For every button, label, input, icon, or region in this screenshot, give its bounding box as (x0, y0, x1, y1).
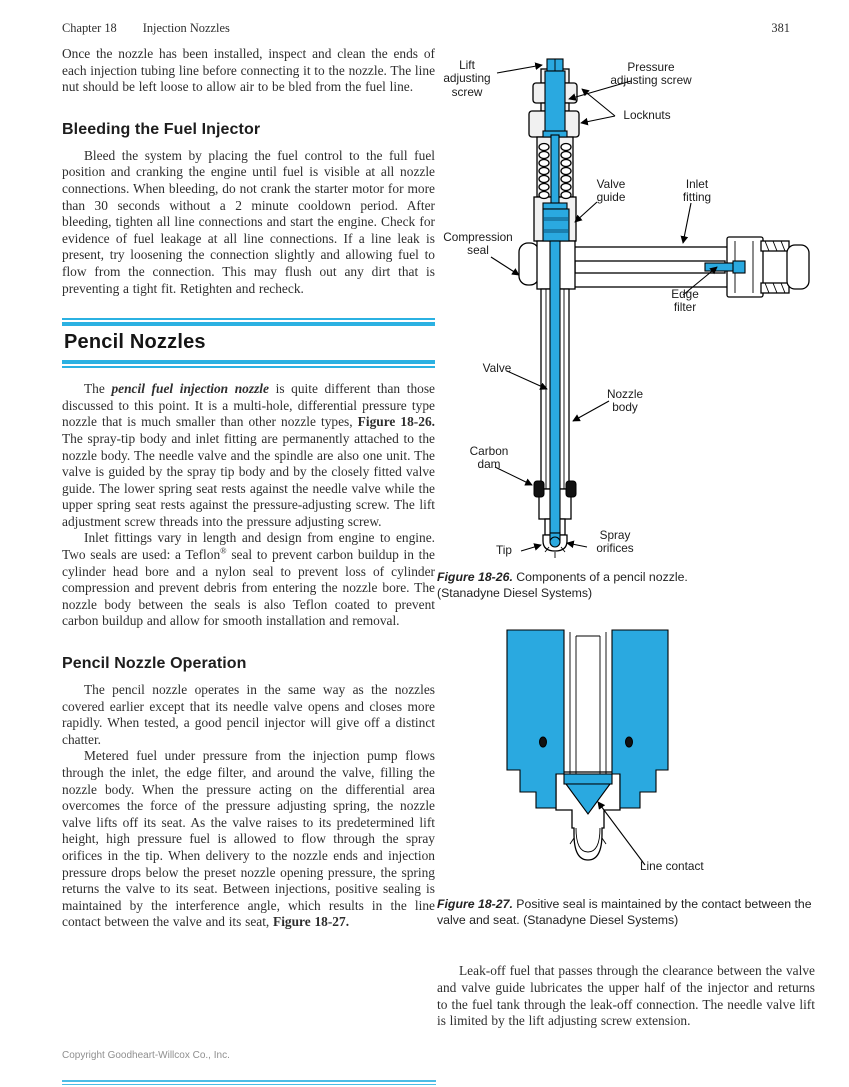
figure-18-26: Lift adjusting screw Pressure adjusting … (437, 55, 817, 567)
label-valve-guide: Valve guide (596, 177, 626, 205)
closing-paragraph-text: Leak-off fuel that passes through the cl… (437, 963, 815, 1029)
pencil-nozzle-diagram (490, 58, 810, 558)
valve-seat-diagram (506, 629, 669, 866)
label-lift-adjusting-screw: Lift adjusting screw (443, 58, 491, 99)
label-inlet-fitting: Inlet fitting (682, 177, 712, 205)
label-edge-filter: Edge filter (671, 287, 699, 315)
left-column: Once the nozzle has been installed, insp… (62, 46, 435, 931)
valve-shape (549, 240, 561, 534)
nozzle-body-27-shape (506, 629, 669, 809)
running-title: Injection Nozzles (142, 21, 230, 35)
pressure-adjusting-screw-shape (544, 70, 566, 134)
section-title: Pencil Nozzles (64, 331, 206, 354)
pencil-paragraph-1: The pencil fuel injection nozzle is quit… (62, 381, 435, 529)
copyright-notice: Copyright Goodheart-Willcox Co., Inc. (62, 1050, 230, 1061)
heading-pencil-nozzle-operation: Pencil Nozzle Operation (62, 655, 247, 673)
compression-seal-shape (518, 242, 540, 286)
tip-shape (542, 532, 568, 558)
banner-rule-top-thin (62, 318, 435, 321)
caption-figure-18-26: Figure 18-26. Components of a pencil noz… (437, 570, 688, 600)
page-number: 381 (771, 21, 790, 35)
line-contact-arrow (597, 801, 646, 866)
intro-paragraph: Once the nozzle has been installed, insp… (62, 46, 436, 95)
chapter-label: Chapter 18 (62, 21, 117, 35)
valve-guide-shape (542, 208, 570, 242)
bottom-rule (62, 1080, 436, 1085)
caption-figure-18-27: Figure 18-27. Positive seal is maintaine… (437, 897, 812, 927)
pencil-paragraph-2: Inlet fittings vary in length and design… (62, 530, 435, 629)
spray-tip-body-shape (555, 771, 621, 861)
label-spray-orifices: Spray orifices (596, 528, 634, 556)
valve-and-screws-shape (542, 58, 570, 534)
heading-bleeding-fuel-injector: Bleeding the Fuel Injector (62, 120, 261, 138)
carbon-dam-shape (533, 480, 577, 498)
label-valve: Valve (482, 361, 512, 375)
section-banner-pencil-nozzles: Pencil Nozzles (62, 318, 435, 369)
label-tip: Tip (496, 543, 512, 557)
page-header: Chapter 18 Injection Nozzles 381 (62, 21, 790, 36)
label-carbon-dam: Carbon dam (469, 444, 509, 472)
bleeding-paragraph: Bleed the system by placing the fuel con… (62, 147, 435, 296)
valve-guide-27-shape (569, 632, 607, 774)
banner-rule-top-thick (62, 322, 435, 327)
closing-paragraph: Leak-off fuel that passes through the cl… (437, 963, 815, 1029)
label-compression-seal: Compression seal (443, 230, 513, 258)
leader-arrows (490, 62, 718, 552)
inlet-fitting-shape (572, 236, 810, 298)
banner-rule-bottom-thick (62, 360, 435, 365)
label-locknuts: Locknuts (623, 108, 671, 122)
label-pressure-adjusting-screw: Pressure adjusting screw (610, 60, 692, 88)
banner-rule-bottom-thin (62, 366, 435, 369)
spring-shape (538, 142, 572, 200)
operation-paragraph-1: The pencil nozzle operates in the same w… (62, 682, 435, 747)
operation-paragraph-2: Metered fuel under pressure from the inj… (62, 748, 435, 930)
valve-seat-shape (563, 773, 613, 815)
figure-18-27: Line contact (500, 622, 740, 892)
label-line-contact: Line contact (640, 859, 704, 873)
label-nozzle-body: Nozzle body (606, 387, 644, 415)
